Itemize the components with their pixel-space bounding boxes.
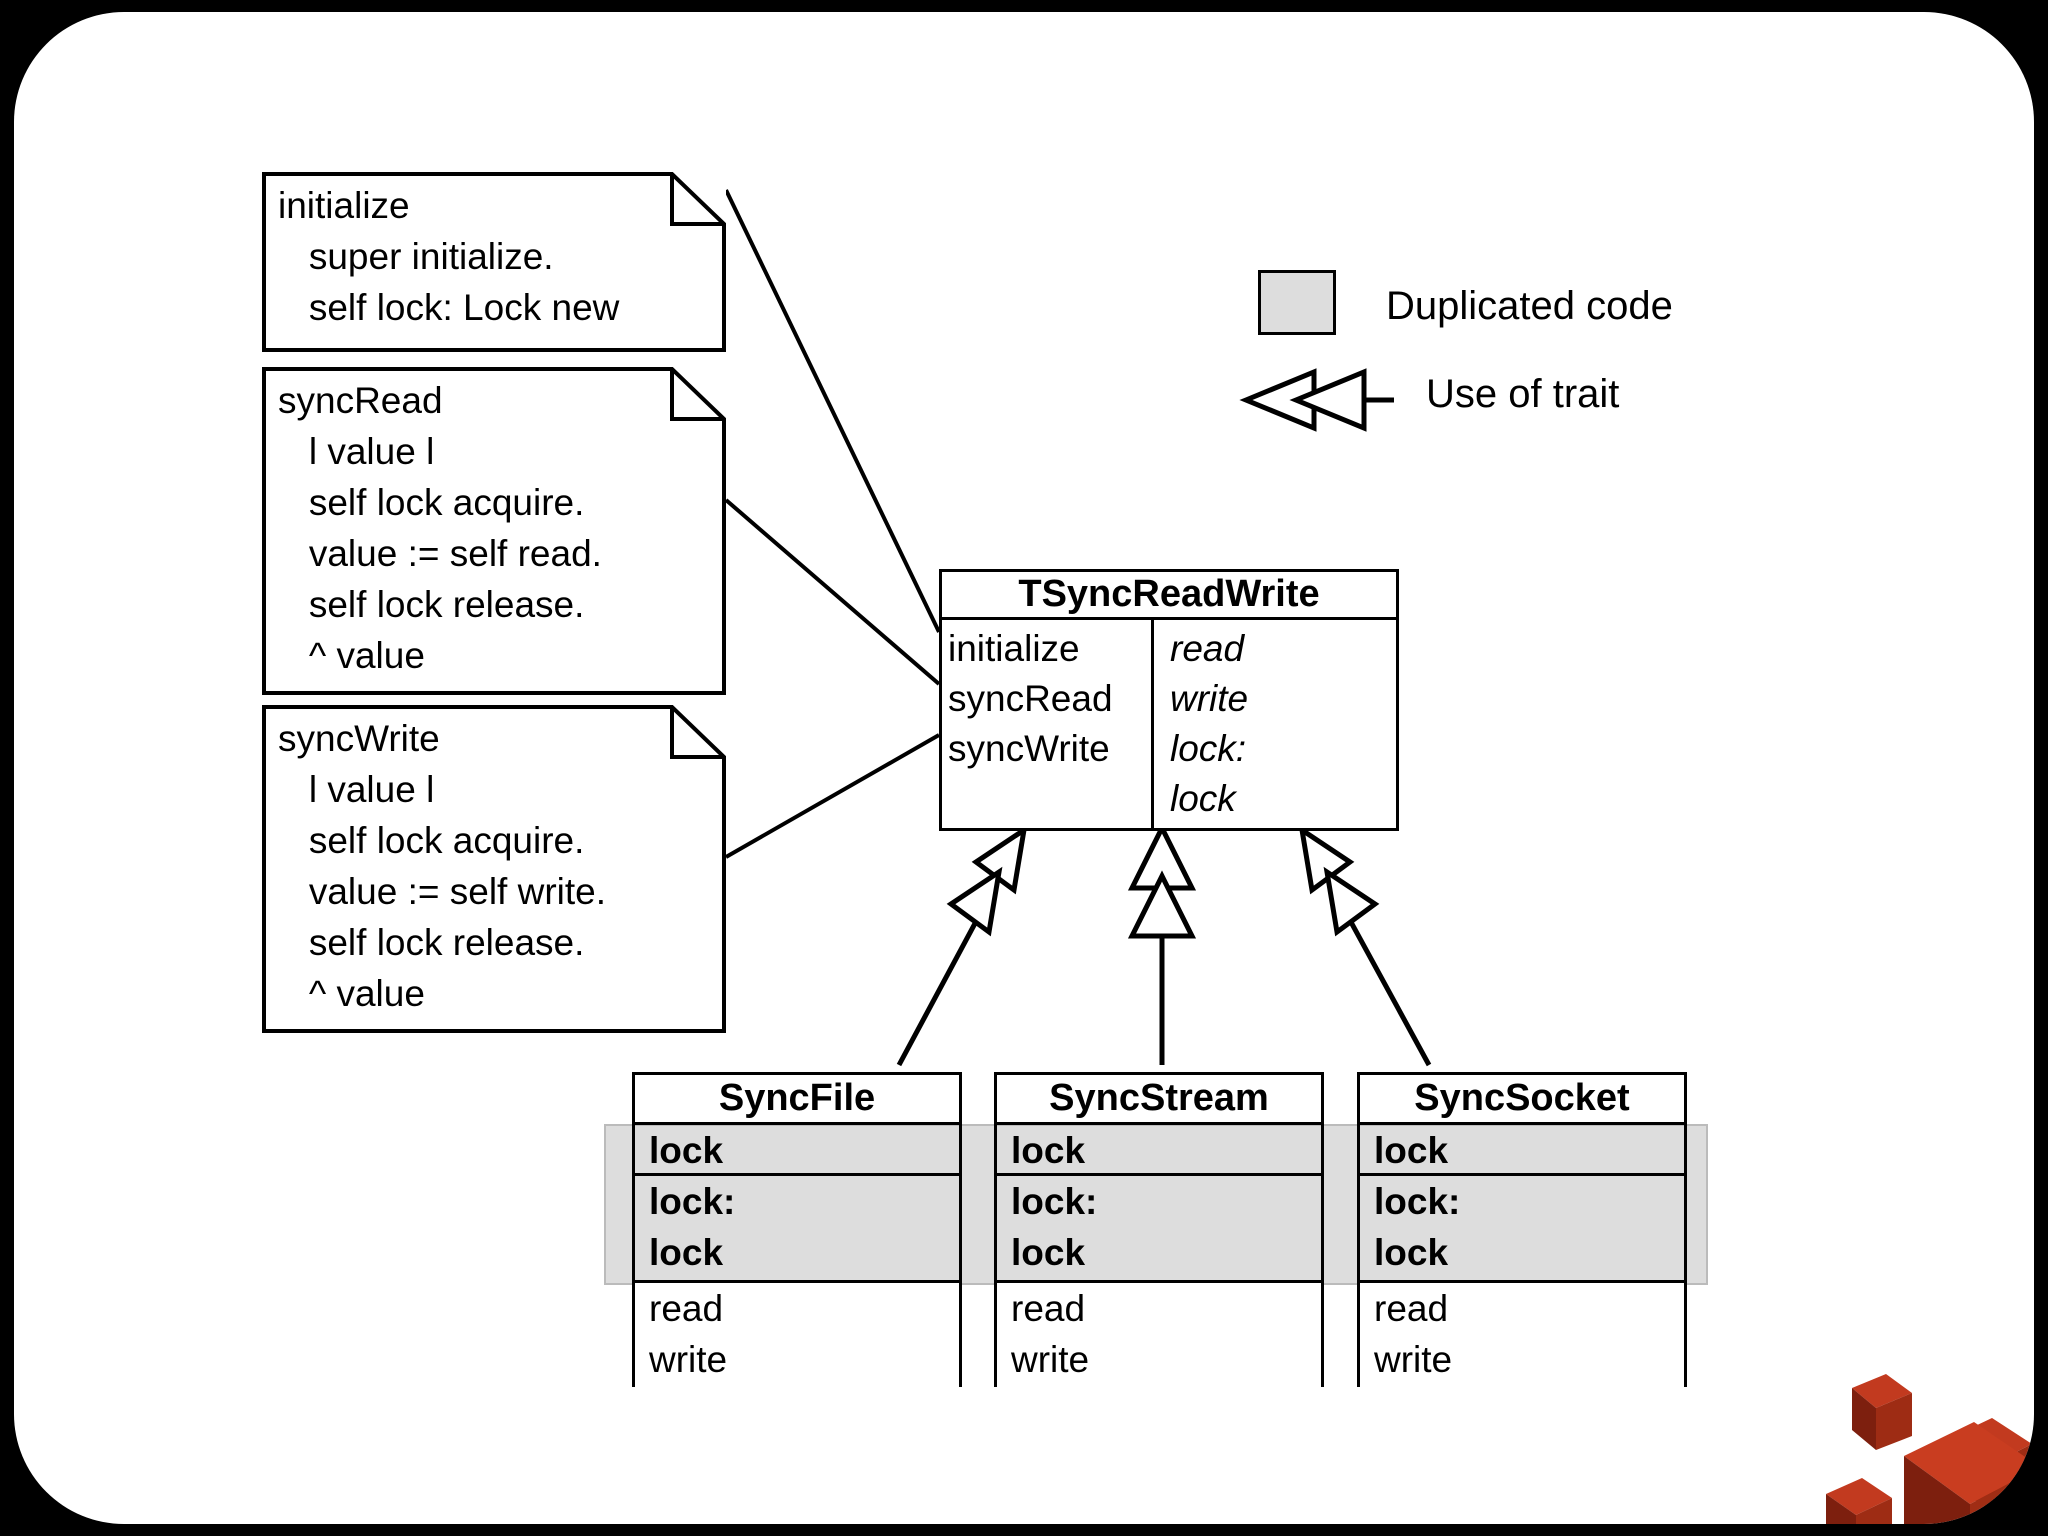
syncfile-own-row-2: write: [649, 1339, 728, 1380]
syncsocket-title: SyncSocket: [1360, 1075, 1684, 1125]
note-initialize: initialize super initialize. self lock: …: [262, 172, 726, 352]
syncsocket-dup-row-2: lock:: [1374, 1181, 1461, 1222]
syncfile-title: SyncFile: [635, 1075, 959, 1125]
legend-duplicated-code-swatch: [1258, 270, 1336, 335]
syncsocket-dup-row-3: lock: [1374, 1232, 1449, 1273]
syncstream-dup-row-2: lock:: [1011, 1181, 1098, 1222]
legend-use-of-trait-label: Use of trait: [1426, 372, 1620, 416]
note-syncwrite-shape: [262, 705, 726, 1033]
subclass-boxes-layer: SyncFile lock lock: lock read write Sync…: [14, 12, 2034, 1524]
syncsocket-dup-group-2: lock: lock: [1360, 1176, 1684, 1283]
syncfile-dup-row-3: lock: [649, 1232, 724, 1273]
syncstream-title: SyncStream: [997, 1075, 1321, 1125]
slide-canvas: initialize super initialize. self lock: …: [14, 12, 2034, 1524]
syncsocket-own-row-2: write: [1374, 1339, 1453, 1380]
trait-provided-row: syncRead: [948, 678, 1113, 719]
duplicated-code-band-layer: [14, 12, 2034, 1524]
class-box-syncstream[interactable]: SyncStream lock lock: lock read write: [994, 1072, 1324, 1387]
class-box-tsyncreadwrite[interactable]: TSyncReadWrite initialize syncRead syncW…: [939, 569, 1399, 831]
syncsocket-dup-row-1: lock: [1360, 1125, 1684, 1176]
trait-provided-row: syncWrite: [948, 728, 1110, 769]
class-box-syncsocket[interactable]: SyncSocket lock lock: lock read write: [1357, 1072, 1687, 1387]
duplicated-code-band: [604, 1124, 1708, 1285]
note-syncread-text: syncRead l value l self lock acquire. va…: [278, 380, 602, 676]
trait-required-row: lock: [1170, 778, 1236, 819]
tsyncreadwrite-title: TSyncReadWrite: [942, 572, 1396, 620]
syncstream-dup-row-3: lock: [1011, 1232, 1086, 1273]
note-syncwrite: syncWrite l value l self lock acquire. v…: [262, 705, 726, 1033]
syncstream-own-group: read write: [997, 1283, 1321, 1387]
syncfile-dup-row-2: lock:: [649, 1181, 736, 1222]
trait-required-row: write: [1170, 678, 1249, 719]
syncstream-dup-row-1: lock: [997, 1125, 1321, 1176]
syncfile-dup-row-1: lock: [635, 1125, 959, 1176]
class-box-syncfile[interactable]: SyncFile lock lock: lock read write: [632, 1072, 962, 1387]
note-syncread-shape: [262, 367, 726, 695]
trait-required-row: read: [1170, 628, 1245, 669]
note-initialize-shape: [262, 172, 726, 352]
syncstream-dup-group-2: lock: lock: [997, 1176, 1321, 1283]
tsyncreadwrite-provided-column: initialize syncRead syncWrite: [942, 620, 1154, 831]
syncfile-own-row-1: read: [649, 1288, 724, 1329]
note-syncwrite-text: syncWrite l value l self lock acquire. v…: [278, 718, 606, 1014]
syncstream-own-row-1: read: [1011, 1288, 1086, 1329]
syncstream-own-row-2: write: [1011, 1339, 1090, 1380]
note-initialize-text: initialize super initialize. self lock: …: [278, 185, 620, 328]
syncfile-own-group: read write: [635, 1283, 959, 1387]
legend-duplicated-code-label: Duplicated code: [1386, 284, 1673, 328]
syncsocket-own-row-1: read: [1374, 1288, 1449, 1329]
trait-provided-row: initialize: [948, 628, 1080, 669]
trait-required-row: lock:: [1170, 728, 1247, 769]
tsyncreadwrite-required-column: read write lock: lock: [1154, 620, 1396, 831]
note-syncread: syncRead l value l self lock acquire. va…: [262, 367, 726, 695]
syncfile-dup-group-2: lock: lock: [635, 1176, 959, 1283]
syncsocket-own-group: read write: [1360, 1283, 1684, 1387]
